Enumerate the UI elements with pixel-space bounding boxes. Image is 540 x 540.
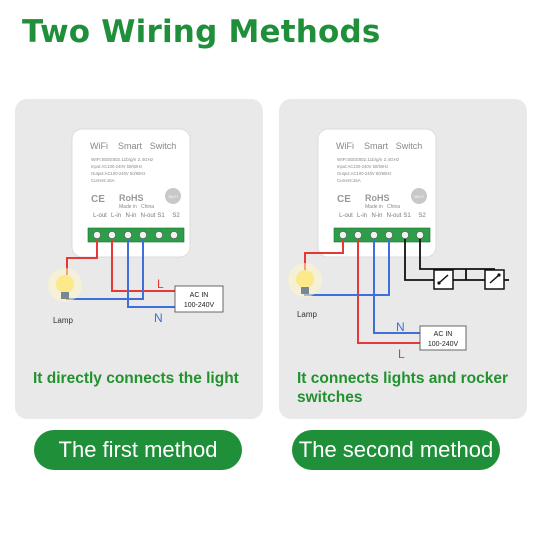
module-spec-line-3: Output:AC100-240V 50/60Hz (337, 171, 391, 176)
rocker-switch-2-icon (484, 269, 505, 290)
live-wire-source (111, 239, 175, 292)
neutral-wire-label: N (154, 311, 163, 325)
rohs-mark: RoHS (365, 193, 390, 203)
ac-in-voltage: 100-240V (184, 302, 215, 309)
module-spec-line-4: Current:16A (337, 178, 361, 183)
first-method-diagram: WiFi Smart Switch WIFI:IEEE802.11b/g/n 2… (48, 128, 224, 325)
terminal-label-s2: S2 (418, 213, 426, 219)
module-body (71, 128, 191, 258)
module-label-smart: Smart (364, 141, 389, 151)
module-spec-line-1: WIFI:IEEE802.11b/g/n 2.4GHz (337, 157, 400, 162)
made-in-country-text: China (387, 204, 400, 210)
neutral-wire-label: N (396, 320, 405, 334)
live-wire-lamp (304, 239, 344, 272)
live-wire-label: L (398, 347, 405, 361)
ac-in-box (419, 325, 467, 351)
module-body (317, 128, 437, 258)
ac-in-voltage: 100-240V (428, 341, 459, 348)
wifi-certified-icon (411, 188, 427, 204)
rohs-mark: RoHS (119, 193, 144, 203)
terminal-label-n-in: N-in (371, 213, 382, 219)
terminal-screw-l-out (93, 231, 101, 239)
terminal-label-l-in: L-in (357, 213, 367, 219)
terminal-screw-l-in (108, 231, 116, 239)
terminal-screw-s2 (416, 231, 424, 239)
terminal-label-n-out: N-out (387, 213, 402, 219)
lamp-label: Lamp (297, 310, 318, 319)
terminal-block (87, 227, 185, 243)
terminal-screw-n-out (385, 231, 393, 239)
terminal-label-s2: S2 (172, 213, 180, 219)
terminal-screw-l-in (354, 231, 362, 239)
terminal-label-s1: S1 (157, 213, 165, 219)
lamp-bulb-icon (48, 268, 82, 302)
live-wire-lamp (66, 239, 98, 275)
module-label-switch: Switch (396, 141, 423, 151)
ac-power-source: AC IN 100-240V (419, 325, 467, 351)
terminal-label-l-out: L-out (339, 213, 353, 219)
second-method-caption: It connects lights and rocker switches (297, 370, 509, 406)
made-in-text: Made in (365, 204, 383, 210)
module-label-smart: Smart (118, 141, 143, 151)
second-method-button[interactable]: The second method (292, 430, 500, 470)
terminal-label-n-out: N-out (141, 213, 156, 219)
smart-switch-module: WiFi Smart Switch WIFI:IEEE802.11b/g/n 2… (71, 128, 191, 258)
ce-mark: CE (91, 194, 105, 205)
terminal-screw-n-in (370, 231, 378, 239)
neutral-wire-source (373, 239, 420, 334)
made-in-text: Made in (119, 204, 137, 210)
first-method-panel: WiFi Smart Switch WIFI:IEEE802.11b/g/n 2… (15, 99, 263, 419)
made-in-country-text: China (141, 204, 154, 210)
live-wire-source (357, 239, 420, 344)
ce-mark: CE (337, 194, 351, 205)
terminal-label-s1: S1 (403, 213, 411, 219)
ac-in-box (174, 285, 224, 313)
terminal-screw-n-in (124, 231, 132, 239)
ac-in-label: AC IN (434, 331, 453, 338)
terminal-label-l-in: L-in (111, 213, 121, 219)
neutral-wire-source (127, 239, 175, 308)
module-spec-line-3: Output:AC100-240V 50/60Hz (91, 171, 145, 176)
module-spec-line-1: WIFI:IEEE802.11b/g/n 2.4GHz (91, 157, 154, 162)
module-label-wifi: WiFi (336, 141, 354, 151)
terminal-screw-l-out (339, 231, 347, 239)
rocker-switch-1-icon (433, 269, 454, 290)
terminal-screw-s1 (401, 231, 409, 239)
module-spec-line-4: Current:16A (91, 178, 115, 183)
first-method-button[interactable]: The first method (34, 430, 242, 470)
first-method-caption: It directly connects the light (33, 370, 239, 387)
module-label-switch: Switch (150, 141, 177, 151)
s2-wire (419, 239, 495, 270)
module-spec-line-2: Input:AC100-240V 50/60Hz (337, 164, 388, 169)
lamp-label: Lamp (53, 316, 74, 325)
smart-switch-module: WiFi Smart Switch WIFI:IEEE802.11b/g/n 2… (317, 128, 437, 258)
wifi-certified-icon (165, 188, 181, 204)
terminal-label-l-out: L-out (93, 213, 107, 219)
wifi-badge-text: Wi-Fi (414, 194, 423, 199)
second-method-panel: WiFi Smart Switch WIFI:IEEE802.11b/g/n 2… (279, 99, 527, 419)
module-spec-line-2: Input:AC100-240V 50/60Hz (91, 164, 142, 169)
wifi-badge-text: Wi-Fi (168, 194, 177, 199)
s1-wire (404, 239, 509, 281)
ac-in-label: AC IN (190, 292, 209, 299)
terminal-screw-s1 (155, 231, 163, 239)
terminal-block (333, 227, 431, 243)
page-title: Two Wiring Methods (22, 14, 381, 50)
terminal-label-n-in: N-in (125, 213, 136, 219)
ac-power-source: AC IN 100-240V (174, 285, 224, 313)
second-method-diagram: WiFi Smart Switch WIFI:IEEE802.11b/g/n 2… (288, 128, 509, 361)
lamp-bulb-icon (288, 263, 322, 297)
module-label-wifi: WiFi (90, 141, 108, 151)
rocker-switch-wiring (404, 239, 509, 281)
terminal-screw-n-out (139, 231, 147, 239)
live-wire-label: L (157, 277, 164, 291)
terminal-screw-s2 (170, 231, 178, 239)
